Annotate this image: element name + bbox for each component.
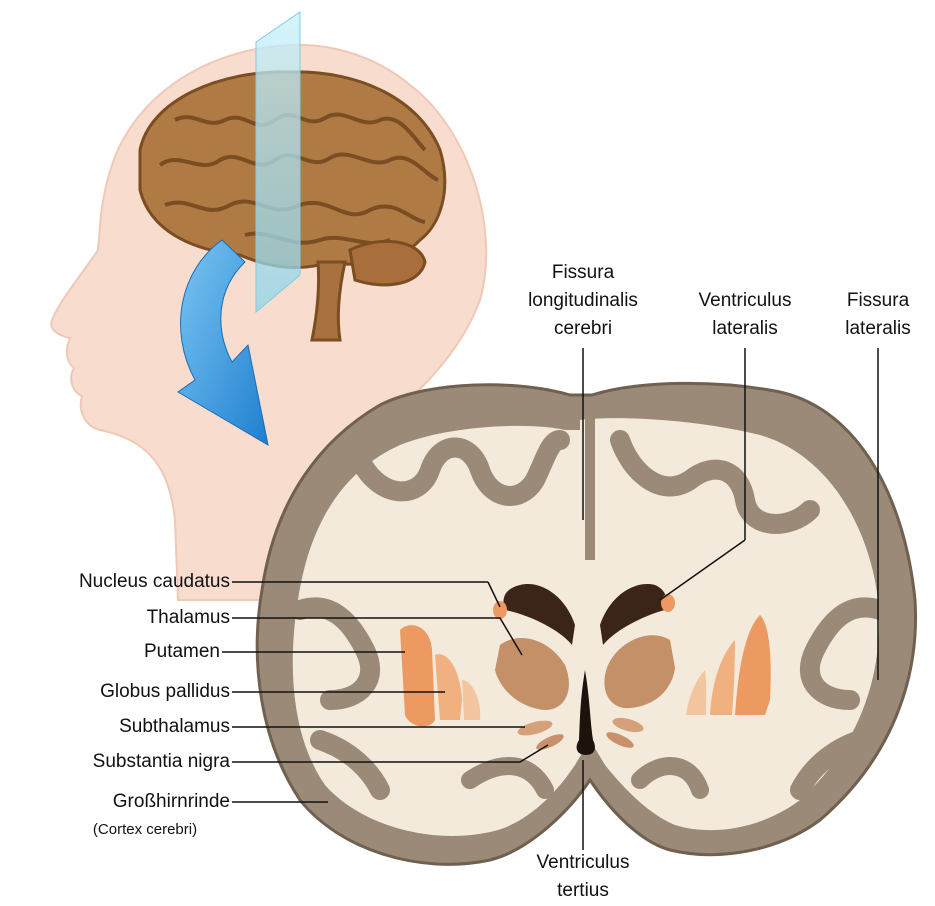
label-ventriculus-lateralis-1: Ventriculus [699, 290, 792, 312]
label-substantia-nigra: Substantia nigra [93, 751, 230, 773]
coronal-section [257, 383, 915, 864]
coronal-plane [256, 12, 300, 312]
label-cortex-cerebri: (Cortex cerebri) [93, 819, 197, 841]
label-fissura-longitudinalis-1: Fissura [552, 262, 614, 284]
putamen-left [400, 625, 435, 726]
label-ventriculus-tertius-1: Ventriculus [537, 852, 630, 874]
label-fissura-lateralis-2: lateralis [845, 318, 910, 340]
label-ventriculus-tertius-2: tertius [557, 880, 609, 902]
label-thalamus: Thalamus [147, 607, 230, 629]
label-grosshirnrinde: Großhirnrinde [113, 791, 230, 813]
label-globus-pallidus: Globus pallidus [100, 681, 230, 703]
label-putamen: Putamen [144, 641, 220, 663]
label-nucleus-caudatus: Nucleus caudatus [79, 571, 230, 593]
label-ventriculus-lateralis-2: lateralis [712, 318, 777, 340]
caudate-right [661, 594, 675, 612]
label-fissura-longitudinalis-2: longitudinalis [528, 290, 638, 312]
label-subthalamus: Subthalamus [119, 716, 230, 738]
label-fissura-longitudinalis-3: cerebri [554, 318, 612, 340]
label-fissura-lateralis-1: Fissura [847, 290, 909, 312]
caudate-left [493, 601, 507, 619]
